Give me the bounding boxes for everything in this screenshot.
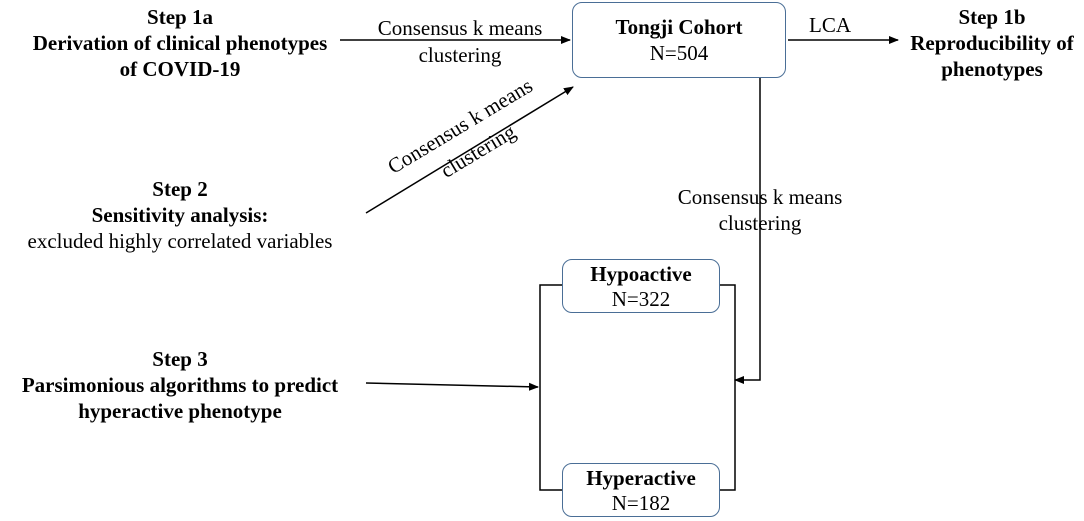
step2-line1: Sensitivity analysis: bbox=[91, 203, 269, 227]
hyperactive-count: N=182 bbox=[611, 491, 671, 515]
step3-line1: Parsimonious algorithms to predict bbox=[21, 373, 339, 397]
bracket-right bbox=[720, 284, 736, 491]
lca-label: LCA bbox=[809, 13, 851, 37]
hyperactive-title: Hyperactive bbox=[586, 466, 696, 490]
hypoactive-box bbox=[562, 259, 720, 313]
tongji-cohort-count: N=504 bbox=[649, 41, 709, 65]
tongji-cohort-title: Tongji Cohort bbox=[615, 15, 743, 39]
hypoactive-title: Hypoactive bbox=[590, 262, 692, 286]
tongji-cohort-box bbox=[572, 2, 786, 78]
top-arrow-label-line2: clustering bbox=[418, 43, 502, 67]
down-arrow-label-line1: Consensus k means bbox=[677, 185, 843, 209]
step1a-line1: Derivation of clinical phenotypes bbox=[32, 31, 328, 55]
arrow-step3-to-phenotypes bbox=[365, 382, 539, 391]
step2-heading: Step 2 bbox=[152, 177, 208, 201]
arrow-step2-to-cohort bbox=[365, 86, 574, 214]
step3-line2: hyperactive phenotype bbox=[78, 399, 282, 423]
step1a-line2: of COVID-19 bbox=[119, 57, 241, 81]
step1b-line1: Reproducibility of bbox=[910, 31, 1074, 55]
down-arrow-label-line2: clustering bbox=[718, 211, 802, 235]
step1b-line2: phenotypes bbox=[941, 57, 1043, 81]
hyperactive-box bbox=[562, 463, 720, 517]
bracket-left bbox=[539, 284, 562, 491]
step2-line2: excluded highly correlated variables bbox=[27, 229, 333, 253]
hypoactive-count: N=322 bbox=[611, 287, 671, 311]
arrow-cohort-to-phenotypes bbox=[734, 78, 761, 384]
top-arrow-label-line1: Consensus k means bbox=[377, 16, 543, 40]
step1b-heading: Step 1b bbox=[958, 5, 1026, 29]
step1a-heading: Step 1a bbox=[147, 5, 213, 29]
step3-heading: Step 3 bbox=[152, 347, 208, 371]
